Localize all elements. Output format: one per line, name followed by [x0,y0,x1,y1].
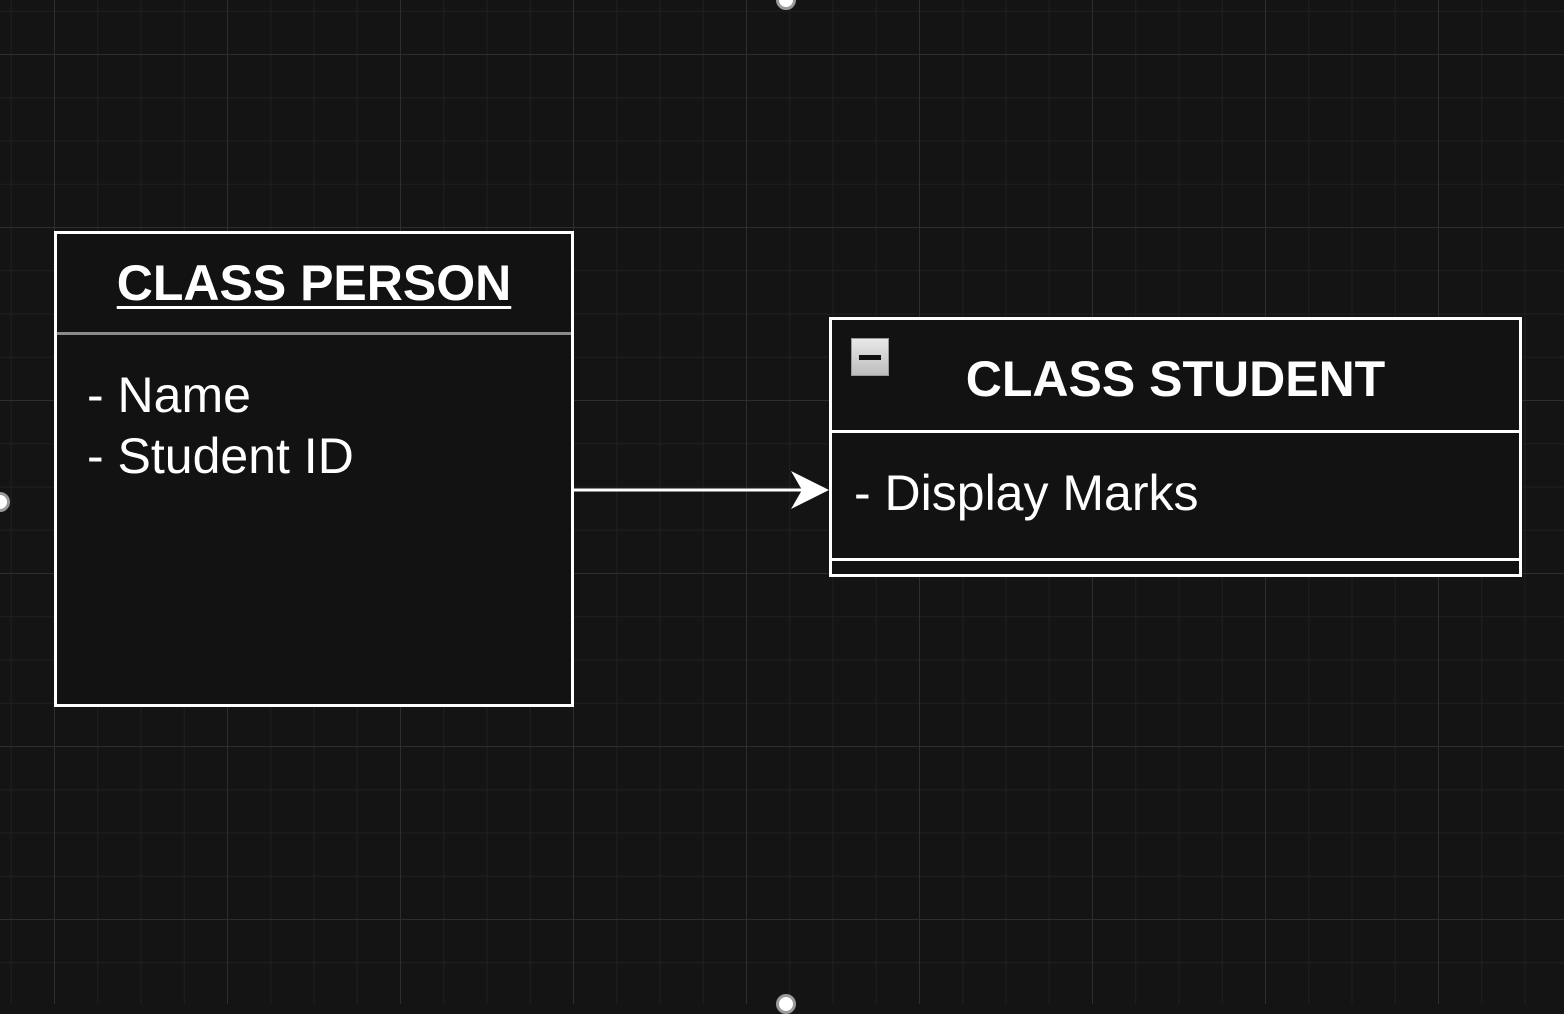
attribute-student-id: - Student ID [87,428,354,484]
resize-handle-left[interactable] [0,492,10,512]
class-student-methods[interactable]: - Display Marks [832,433,1519,561]
collapse-bar [859,354,881,360]
method-display-marks: - Display Marks [854,465,1199,521]
minus-icon[interactable] [851,338,889,376]
class-person-attributes[interactable]: - Name - Student ID [57,335,571,487]
attribute-name: - Name [87,367,251,423]
class-person-box[interactable]: CLASS PERSON - Name - Student ID [54,231,574,707]
resize-handle-top[interactable] [776,0,796,10]
class-student-header[interactable]: CLASS STUDENT [832,320,1519,433]
class-person-title: CLASS PERSON [116,255,512,311]
arrow-head-icon [791,471,829,509]
class-person-header[interactable]: CLASS PERSON [57,234,571,335]
class-student-box[interactable]: CLASS STUDENT - Display Marks [829,317,1522,577]
class-student-title: CLASS STUDENT [965,351,1386,407]
